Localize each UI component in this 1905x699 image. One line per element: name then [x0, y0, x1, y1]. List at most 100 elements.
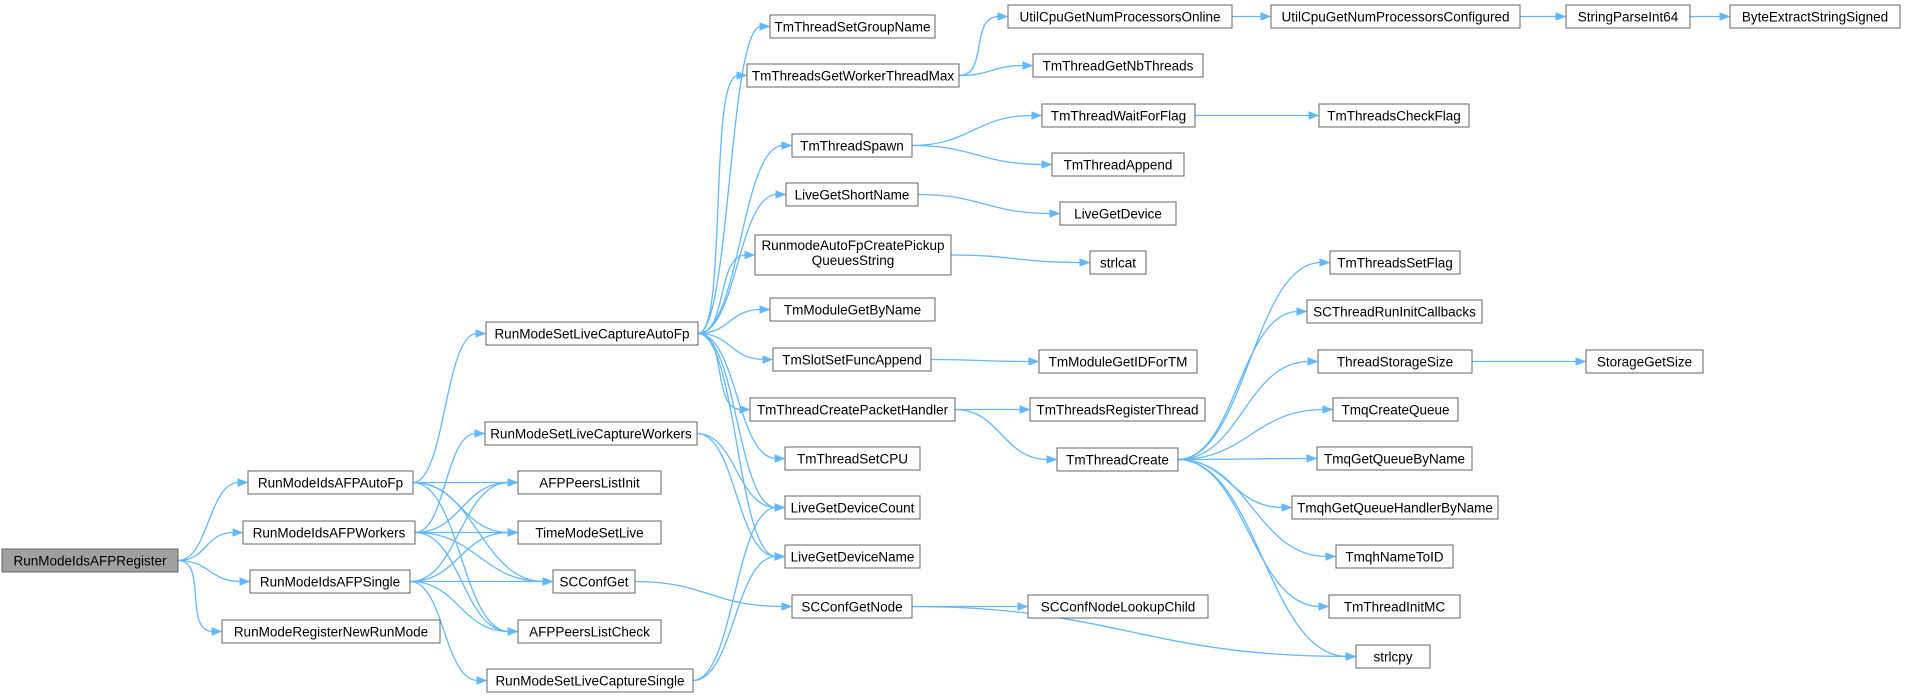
node-label: RunModeIdsAFPRegister: [13, 554, 167, 569]
graph-node-parseint[interactable]: StringParseInt64: [1565, 4, 1691, 29]
node-label: LiveGetShortName: [795, 188, 910, 203]
edge-single-to-peersinit: [409, 478, 519, 583]
edge-layer: [177, 12, 1731, 685]
node-box: [1056, 447, 1179, 472]
node-label: UtilCpuGetNumProcessorsOnline: [1019, 10, 1220, 25]
node-label: TmThreadsRegisterThread: [1036, 403, 1198, 418]
node-label: SCConfGetNode: [801, 600, 902, 615]
graph-node-bytesigned[interactable]: ByteExtractStringSigned: [1729, 4, 1901, 29]
node-label: SCConfNodeLookupChild: [1041, 600, 1196, 615]
graph-node-runinit[interactable]: SCThreadRunInitCallbacks: [1306, 299, 1483, 324]
node-box: [1306, 299, 1483, 324]
edge-tcreate-to-runinit: [1177, 307, 1308, 461]
graph-node-storageget[interactable]: StorageGetSize: [1585, 349, 1704, 374]
graph-node-cpuonline[interactable]: UtilCpuGetNumProcessorsOnline: [1007, 4, 1233, 29]
graph-node-strlcpy[interactable]: strlcpy: [1355, 644, 1431, 669]
graph-node-lcsingle[interactable]: RunModeSetLiveCaptureSingle: [486, 668, 694, 693]
graph-node-peersinit[interactable]: AFPPeersListInit: [517, 470, 662, 495]
node-label: TmThreadAppend: [1064, 158, 1173, 173]
node-box: [1027, 594, 1209, 619]
graph-node-lcautofp[interactable]: RunModeSetLiveCaptureAutoFp: [485, 321, 699, 346]
graph-node-modidtm[interactable]: TmModuleGetIDForTM: [1038, 349, 1198, 374]
node-box: [1032, 53, 1204, 78]
node-box: [1335, 544, 1454, 569]
graph-node-initmc[interactable]: TmThreadInitMC: [1328, 594, 1461, 619]
node-box: [1729, 4, 1901, 29]
edge-lcautofp-to-setgroup: [697, 22, 771, 335]
node-box: [485, 321, 699, 346]
graph-node-setflag[interactable]: TmThreadsSetFlag: [1329, 250, 1461, 275]
graph-node-workers[interactable]: RunModeIdsAFPWorkers: [242, 520, 416, 545]
node-box: [1355, 644, 1431, 669]
node-box: [486, 668, 694, 693]
graph-node-spawn[interactable]: TmThreadSpawn: [791, 133, 913, 158]
edge-tcreate-to-setflag: [1177, 258, 1331, 461]
node-layer: RunModeIdsAFPRegister RunModeIdsAFPAutoFp…: [1, 4, 1901, 693]
graph-node-setgroup[interactable]: TmThreadSetGroupName: [769, 14, 936, 39]
graph-node-setcpu[interactable]: TmThreadSetCPU: [784, 446, 921, 471]
edge-lcautofp-to-createpkt: [697, 332, 751, 414]
graph-node-shortname[interactable]: LiveGetShortName: [785, 182, 919, 207]
graph-node-tmqbyname[interactable]: TmqGetQueueByName: [1316, 446, 1473, 471]
node-label: TmThreadWaitForFlag: [1051, 109, 1186, 124]
node-label: LiveGetDeviceName: [791, 550, 915, 565]
edge-tcreate-to-strlcpy: [1177, 458, 1357, 661]
graph-node-strlcat[interactable]: strlcat: [1089, 250, 1147, 275]
graph-node-checkflag[interactable]: TmThreadsCheckFlag: [1318, 103, 1470, 128]
node-box: [221, 619, 441, 644]
graph-node-modbyname[interactable]: TmModuleGetByName: [769, 297, 936, 322]
node-label: TmThreadCreate: [1066, 453, 1169, 468]
graph-node-createpkt[interactable]: TmThreadCreatePacketHandler: [749, 397, 956, 422]
node-box: [1329, 250, 1461, 275]
graph-node-tcreate[interactable]: TmThreadCreate: [1056, 447, 1179, 472]
graph-node-cpuconf[interactable]: UtilCpuGetNumProcessorsConfigured: [1270, 4, 1521, 29]
graph-node-regnew[interactable]: RunModeRegisterNewRunMode: [221, 619, 441, 644]
node-label: RunmodeAutoFpCreatePickup: [761, 238, 944, 253]
node-label: TmSlotSetFuncAppend: [782, 353, 922, 368]
edge-lcworkers-to-devcount: [696, 432, 786, 512]
edge-workers-to-lcworkers: [414, 429, 486, 534]
edge-createpkt-to-regthread: [954, 405, 1031, 414]
graph-node-confnode[interactable]: SCConfGetNode: [791, 594, 913, 619]
graph-node-waitflag[interactable]: TmThreadWaitForFlag: [1041, 103, 1196, 128]
node-box: [517, 470, 662, 495]
graph-node-lookupchild[interactable]: SCConfNodeLookupChild: [1027, 594, 1209, 619]
node-box: [1007, 4, 1233, 29]
node-label: AFPPeersListInit: [539, 476, 640, 491]
node-box: [242, 520, 416, 545]
graph-node-tmqcreate[interactable]: TmqCreateQueue: [1332, 397, 1459, 422]
graph-node-slotfunc[interactable]: TmSlotSetFuncAppend: [772, 347, 932, 372]
node-label: SCConfGet: [559, 575, 628, 590]
graph-node-regthread[interactable]: TmThreadsRegisterThread: [1029, 397, 1206, 422]
edge-root-to-regnew: [177, 559, 223, 636]
node-label: TmThreadsSetFlag: [1337, 256, 1453, 271]
graph-node-tmqhhandler[interactable]: TmqhGetQueueHandlerByName: [1291, 495, 1499, 520]
node-box: [1038, 349, 1198, 374]
edge-tcreate-to-tmqcreate: [1177, 405, 1334, 461]
graph-node-append[interactable]: TmThreadAppend: [1051, 152, 1185, 177]
node-box: [517, 520, 662, 545]
graph-node-devname[interactable]: LiveGetDeviceName: [784, 544, 921, 569]
graph-node-storagesize[interactable]: ThreadStorageSize: [1317, 349, 1473, 374]
graph-node-single[interactable]: RunModeIdsAFPSingle: [249, 569, 411, 594]
graph-node-devcount[interactable]: LiveGetDeviceCount: [784, 495, 921, 520]
edge-pickup-to-strlcat: [950, 254, 1091, 267]
graph-node-peerscheck[interactable]: AFPPeersListCheck: [517, 619, 662, 644]
edge-cpuonline-to-cpuconf: [1232, 12, 1272, 21]
node-label: strlcat: [1100, 256, 1136, 271]
node-box: [1089, 250, 1147, 275]
graph-node-autofp[interactable]: RunModeIdsAFPAutoFp: [247, 470, 414, 495]
node-box: [1059, 201, 1177, 226]
edge-createpkt-to-tcreate: [954, 408, 1058, 464]
graph-node-tmqhid[interactable]: TmqhNameToID: [1335, 544, 1454, 569]
graph-node-getdevice[interactable]: LiveGetDevice: [1059, 201, 1177, 226]
graph-node-nbthreads[interactable]: TmThreadGetNbThreads: [1032, 53, 1204, 78]
graph-node-workermax[interactable]: TmThreadsGetWorkerThreadMax: [746, 63, 960, 88]
graph-node-scconfget[interactable]: SCConfGet: [552, 569, 636, 594]
node-box: [1565, 4, 1691, 29]
edge-workermax-to-nbthreads: [958, 61, 1034, 77]
node-box: [1041, 103, 1196, 128]
graph-node-timemode[interactable]: TimeModeSetLive: [517, 520, 662, 545]
graph-node-lcworkers[interactable]: RunModeSetLiveCaptureWorkers: [484, 421, 698, 446]
